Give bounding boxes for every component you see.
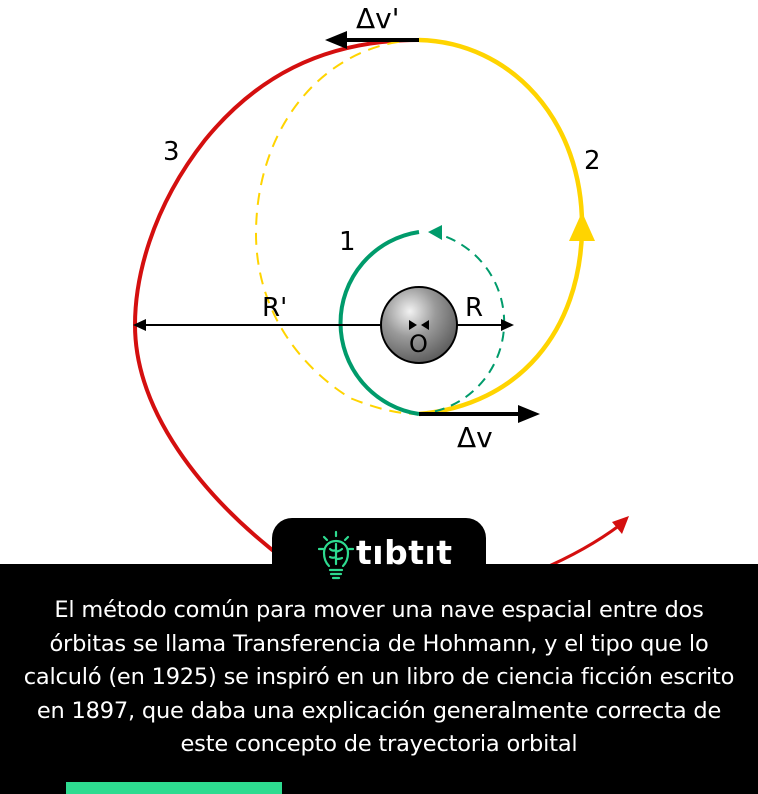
transfer-orbit-solid — [418, 37, 585, 417]
transfer-orbit-dashed — [254, 39, 420, 415]
brand-tab — [272, 518, 486, 588]
final-orbit-exit-arrowhead — [612, 516, 629, 534]
center-label: O — [409, 330, 428, 358]
radius-inner-label: R — [465, 293, 483, 323]
orbit-3-label: 3 — [163, 137, 180, 167]
center-arrowhead-left — [409, 320, 417, 330]
initial-orbit-arrowhead — [428, 225, 442, 240]
lightbulb-brain-icon — [318, 530, 354, 580]
final-orbit-red — [132, 38, 420, 562]
radius-outer-arrowhead-left — [133, 319, 146, 331]
initial-orbit-dashed — [418, 231, 506, 415]
caption-text: El método común para mover una nave espa… — [23, 597, 735, 758]
delta-v-prime-arrowhead — [325, 31, 347, 49]
orbit-1-label: 1 — [339, 227, 356, 257]
accent-bar — [66, 782, 282, 794]
brand-name: tıbtıt — [356, 533, 453, 572]
delta-v-label: Δv — [457, 421, 493, 454]
delta-v-prime-label: Δv' — [356, 2, 399, 35]
delta-v-arrowhead — [518, 405, 540, 423]
planet-icon — [380, 286, 458, 364]
radius-outer-label: R' — [262, 293, 287, 323]
caption-banner — [0, 564, 758, 794]
initial-orbit-solid — [338, 230, 420, 416]
center-arrowhead-right — [421, 320, 429, 330]
radius-inner-arrowhead-right — [501, 319, 514, 331]
transfer-orbit-arrowhead — [569, 212, 595, 241]
orbit-2-label: 2 — [584, 146, 601, 176]
